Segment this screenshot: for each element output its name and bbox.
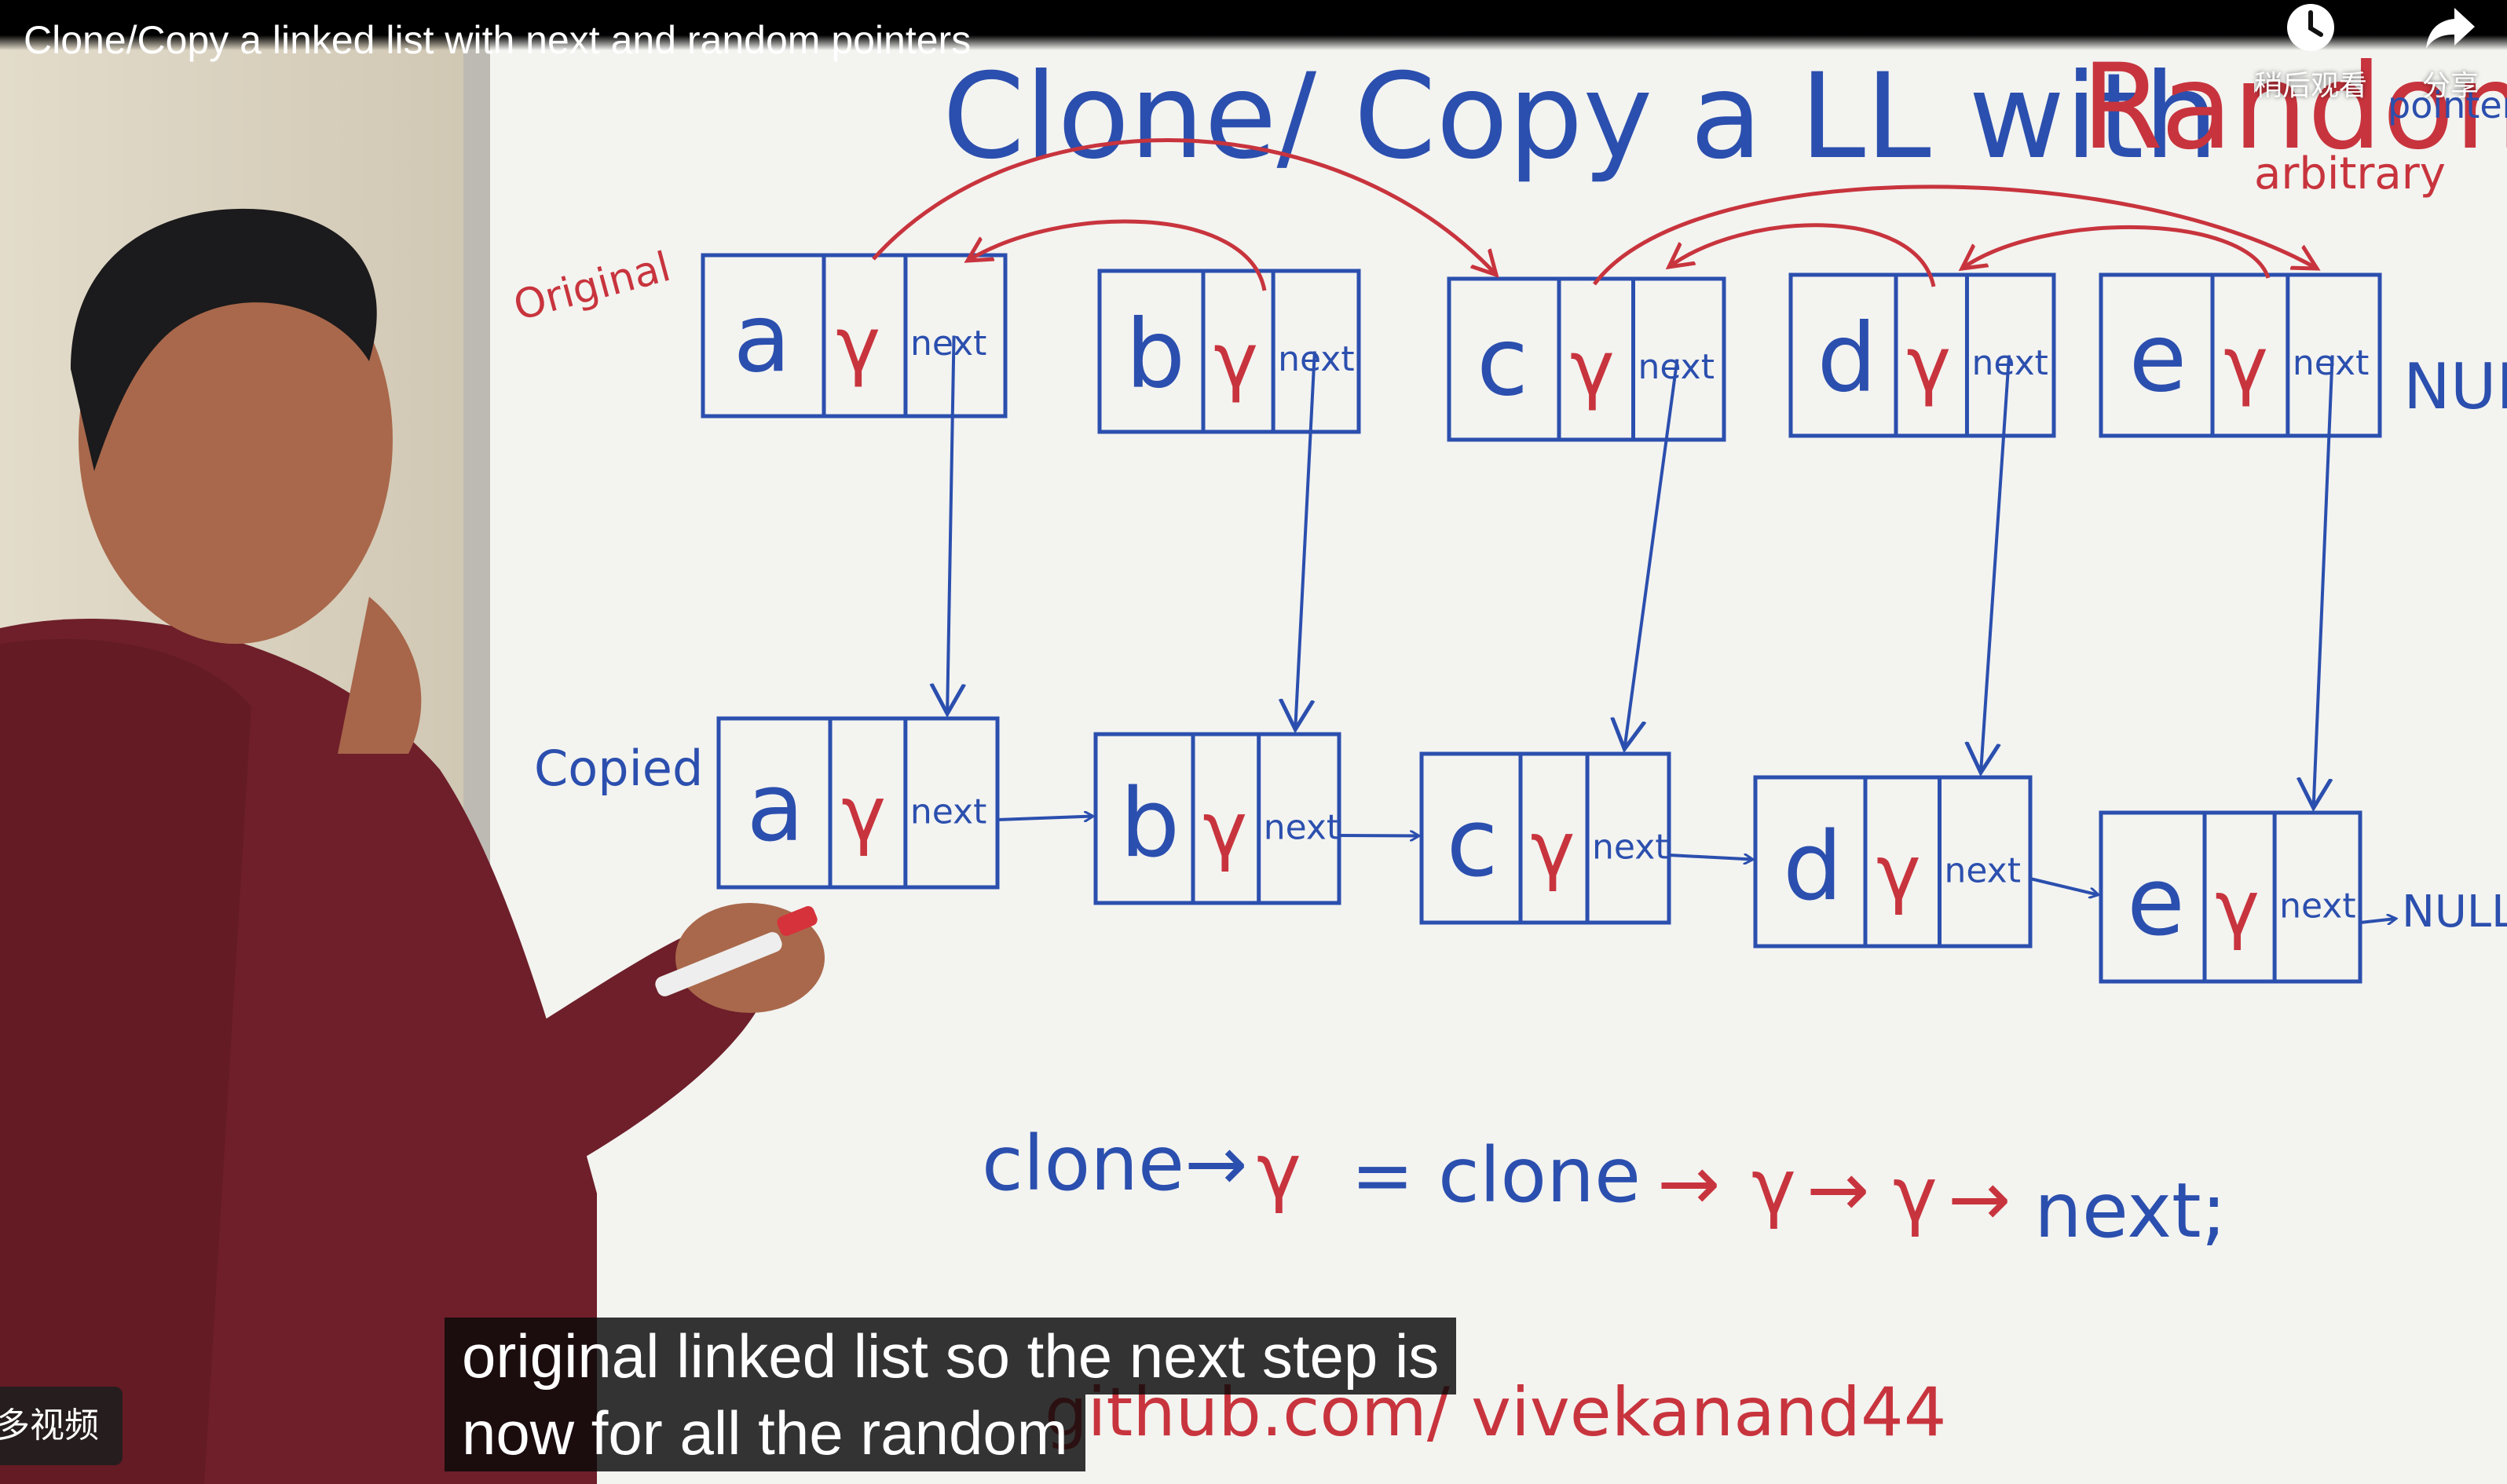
copied-next-arrow-d [2029,877,2098,895]
original-to-copied-arrow-d [1981,355,2011,773]
original-node-c [1447,276,1726,442]
original-to-copied-arrow-e [2314,355,2334,809]
copied-node-c-value: c [1447,789,1499,898]
formula-arrow-1: → [1657,1139,1720,1227]
original-node-a-value: a [734,285,792,394]
copied-node-c-next: next [1592,827,1668,867]
copied-node-a-next: next [910,791,986,832]
board-title-pointers: pointers [2388,84,2507,126]
random-arc-c-e [1592,185,2317,286]
copied-null-arrow [2359,919,2395,923]
formula-random-2: γ [1751,1143,1796,1231]
video-top-bar [0,0,2507,50]
copied-node-e-random: γ [2215,864,2260,952]
copied-node-a-random: γ [841,770,886,858]
random-pointer-arcs [872,138,2317,291]
captions: original linked list so the next step is… [445,1318,1457,1471]
original-node-a-random: γ [836,302,880,389]
label-copied: Copied [534,740,703,797]
watch-later-button[interactable]: 稍后观看 [2240,0,2381,110]
original-node-b-value: b [1125,301,1185,410]
copied-node-d-value: d [1783,813,1843,922]
copied-node-b-next: next [1264,807,1340,847]
copied-next-arrow-c [1668,855,1752,860]
formula-random-3: γ [1893,1151,1938,1239]
random-arc-b-a [968,219,1267,291]
original-node-d [1788,272,2056,438]
formula-arrow-3: → [1948,1155,2011,1243]
board-title-random: Random [2081,39,2507,176]
clock-icon [2287,4,2334,51]
copied-node-c [1419,751,1671,925]
original-to-copied-arrow-a [947,335,953,715]
copied-node-b-value: b [1120,769,1180,879]
share-arrow-icon [2426,8,2475,49]
formula-arrow-2: → [1806,1146,1869,1234]
original-null-label: NULL [2403,350,2507,423]
copied-node-c-random: γ [1531,806,1576,894]
more-videos-button[interactable]: 多视频 [0,1387,123,1465]
copied-node-a [716,716,1000,890]
original-node-c-random: γ [1570,325,1615,413]
original-to-copied-arrow-c [1624,359,1679,750]
random-arc-a-c [872,138,1496,275]
copied-node-b [1093,732,1341,905]
original-node-a-next: next [910,323,986,364]
formula-random-1: γ [1257,1128,1301,1215]
formula-mid: = clone [1351,1131,1641,1219]
original-node-b [1097,269,1361,434]
linked-lists: aγnextbγnextcγnextdγnexteγnextaγnextbγne… [701,253,2507,984]
copied-node-d [1753,775,2033,949]
share-button[interactable]: 分享 [2380,0,2507,110]
original-node-e [2099,272,2382,438]
copied-node-a-value: a [747,754,805,863]
caption-line-1: original linked list so the next step is [445,1318,1457,1394]
presenter [0,208,825,1484]
board-title: Clone/ Copy a LL with [942,49,2219,185]
random-arc-d-c [1669,223,1936,287]
original-to-copied-arrow-b [1295,351,1316,730]
copied-next-arrow-b [1338,835,1418,836]
share-label: 分享 [2421,70,2479,102]
video-title[interactable]: Clone/Copy a linked list with next and r… [24,18,972,62]
copied-node-b-random: γ [1202,786,1247,874]
original-node-d-value: d [1817,305,1877,414]
copied-node-e-next: next [2279,886,2355,926]
original-node-b-next: next [1278,339,1354,379]
caption-line-2: now for all the random [445,1394,1085,1471]
random-arc-e-d [1962,225,2271,279]
original-node-b-random: γ [1213,317,1258,405]
formula-left: clone→ [982,1120,1248,1208]
copied-next-arrow-a [997,817,1092,821]
copied-node-e [2099,810,2362,984]
copied-node-e-value: e [2127,848,2185,957]
original-node-c-value: c [1477,309,1528,418]
original-node-a [701,253,1008,419]
original-node-e-random: γ [2223,321,2268,409]
formula: clone→ γ = clone → γ → γ → next; [982,1120,2227,1255]
copied-node-d-next: next [1945,850,2021,890]
original-node-e-value: e [2129,305,2187,414]
original-node-d-random: γ [1906,321,1951,409]
watch-later-label: 稍后观看 [2253,70,2367,102]
copied-null-label: NULL [2402,886,2507,938]
board-title-arbitrary: arbitrary [2254,148,2446,199]
formula-tail: next; [2034,1167,2227,1255]
copied-node-d-random: γ [1876,829,1921,917]
